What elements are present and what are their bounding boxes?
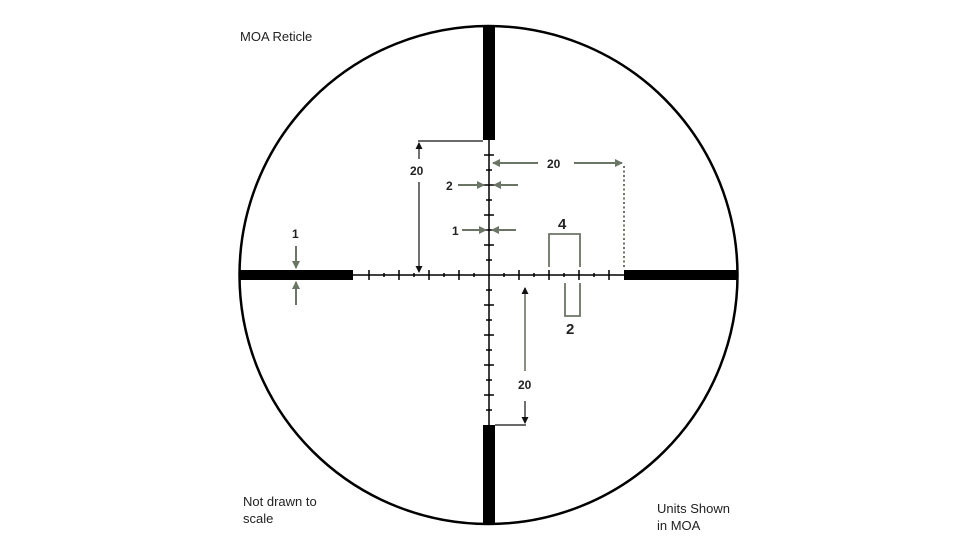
thick-posts — [239, 27, 738, 523]
vertical-post-gap-label: 20 — [410, 164, 424, 178]
scale-note: Not drawn to scale — [243, 493, 317, 527]
left-post — [239, 270, 353, 280]
hash-ticks — [368, 154, 610, 411]
units-note-line2: in MOA — [657, 518, 701, 533]
scale-note-line1: Not drawn to — [243, 494, 317, 509]
scale-note-line2: scale — [243, 511, 274, 526]
post-thickness-label: 1 — [292, 227, 299, 241]
reticle-title: MOA Reticle — [240, 29, 313, 44]
lower-post-gap-label: 20 — [518, 378, 532, 392]
thin-crosshair — [353, 140, 624, 425]
units-note-line1: Units Shown — [657, 501, 730, 516]
units-note: Units Shown in MOA — [657, 500, 730, 534]
lower-post-gap-dim — [495, 287, 529, 426]
tree-width-label: 4 — [558, 216, 567, 233]
horizontal-post-gap-label: 20 — [547, 157, 561, 171]
major-tick-label: 2 — [446, 179, 453, 193]
minor-tick-label: 1 — [452, 224, 459, 238]
box-2 — [564, 283, 581, 317]
tree-boxes — [548, 233, 581, 317]
horizontal-post-gap-dim — [492, 159, 625, 268]
right-post — [624, 270, 738, 280]
bottom-post — [483, 425, 495, 523]
vertical-post-gap-dim — [415, 140, 483, 273]
tree-depth-label: 2 — [566, 321, 574, 338]
box-4 — [548, 233, 581, 267]
top-post — [483, 27, 495, 140]
